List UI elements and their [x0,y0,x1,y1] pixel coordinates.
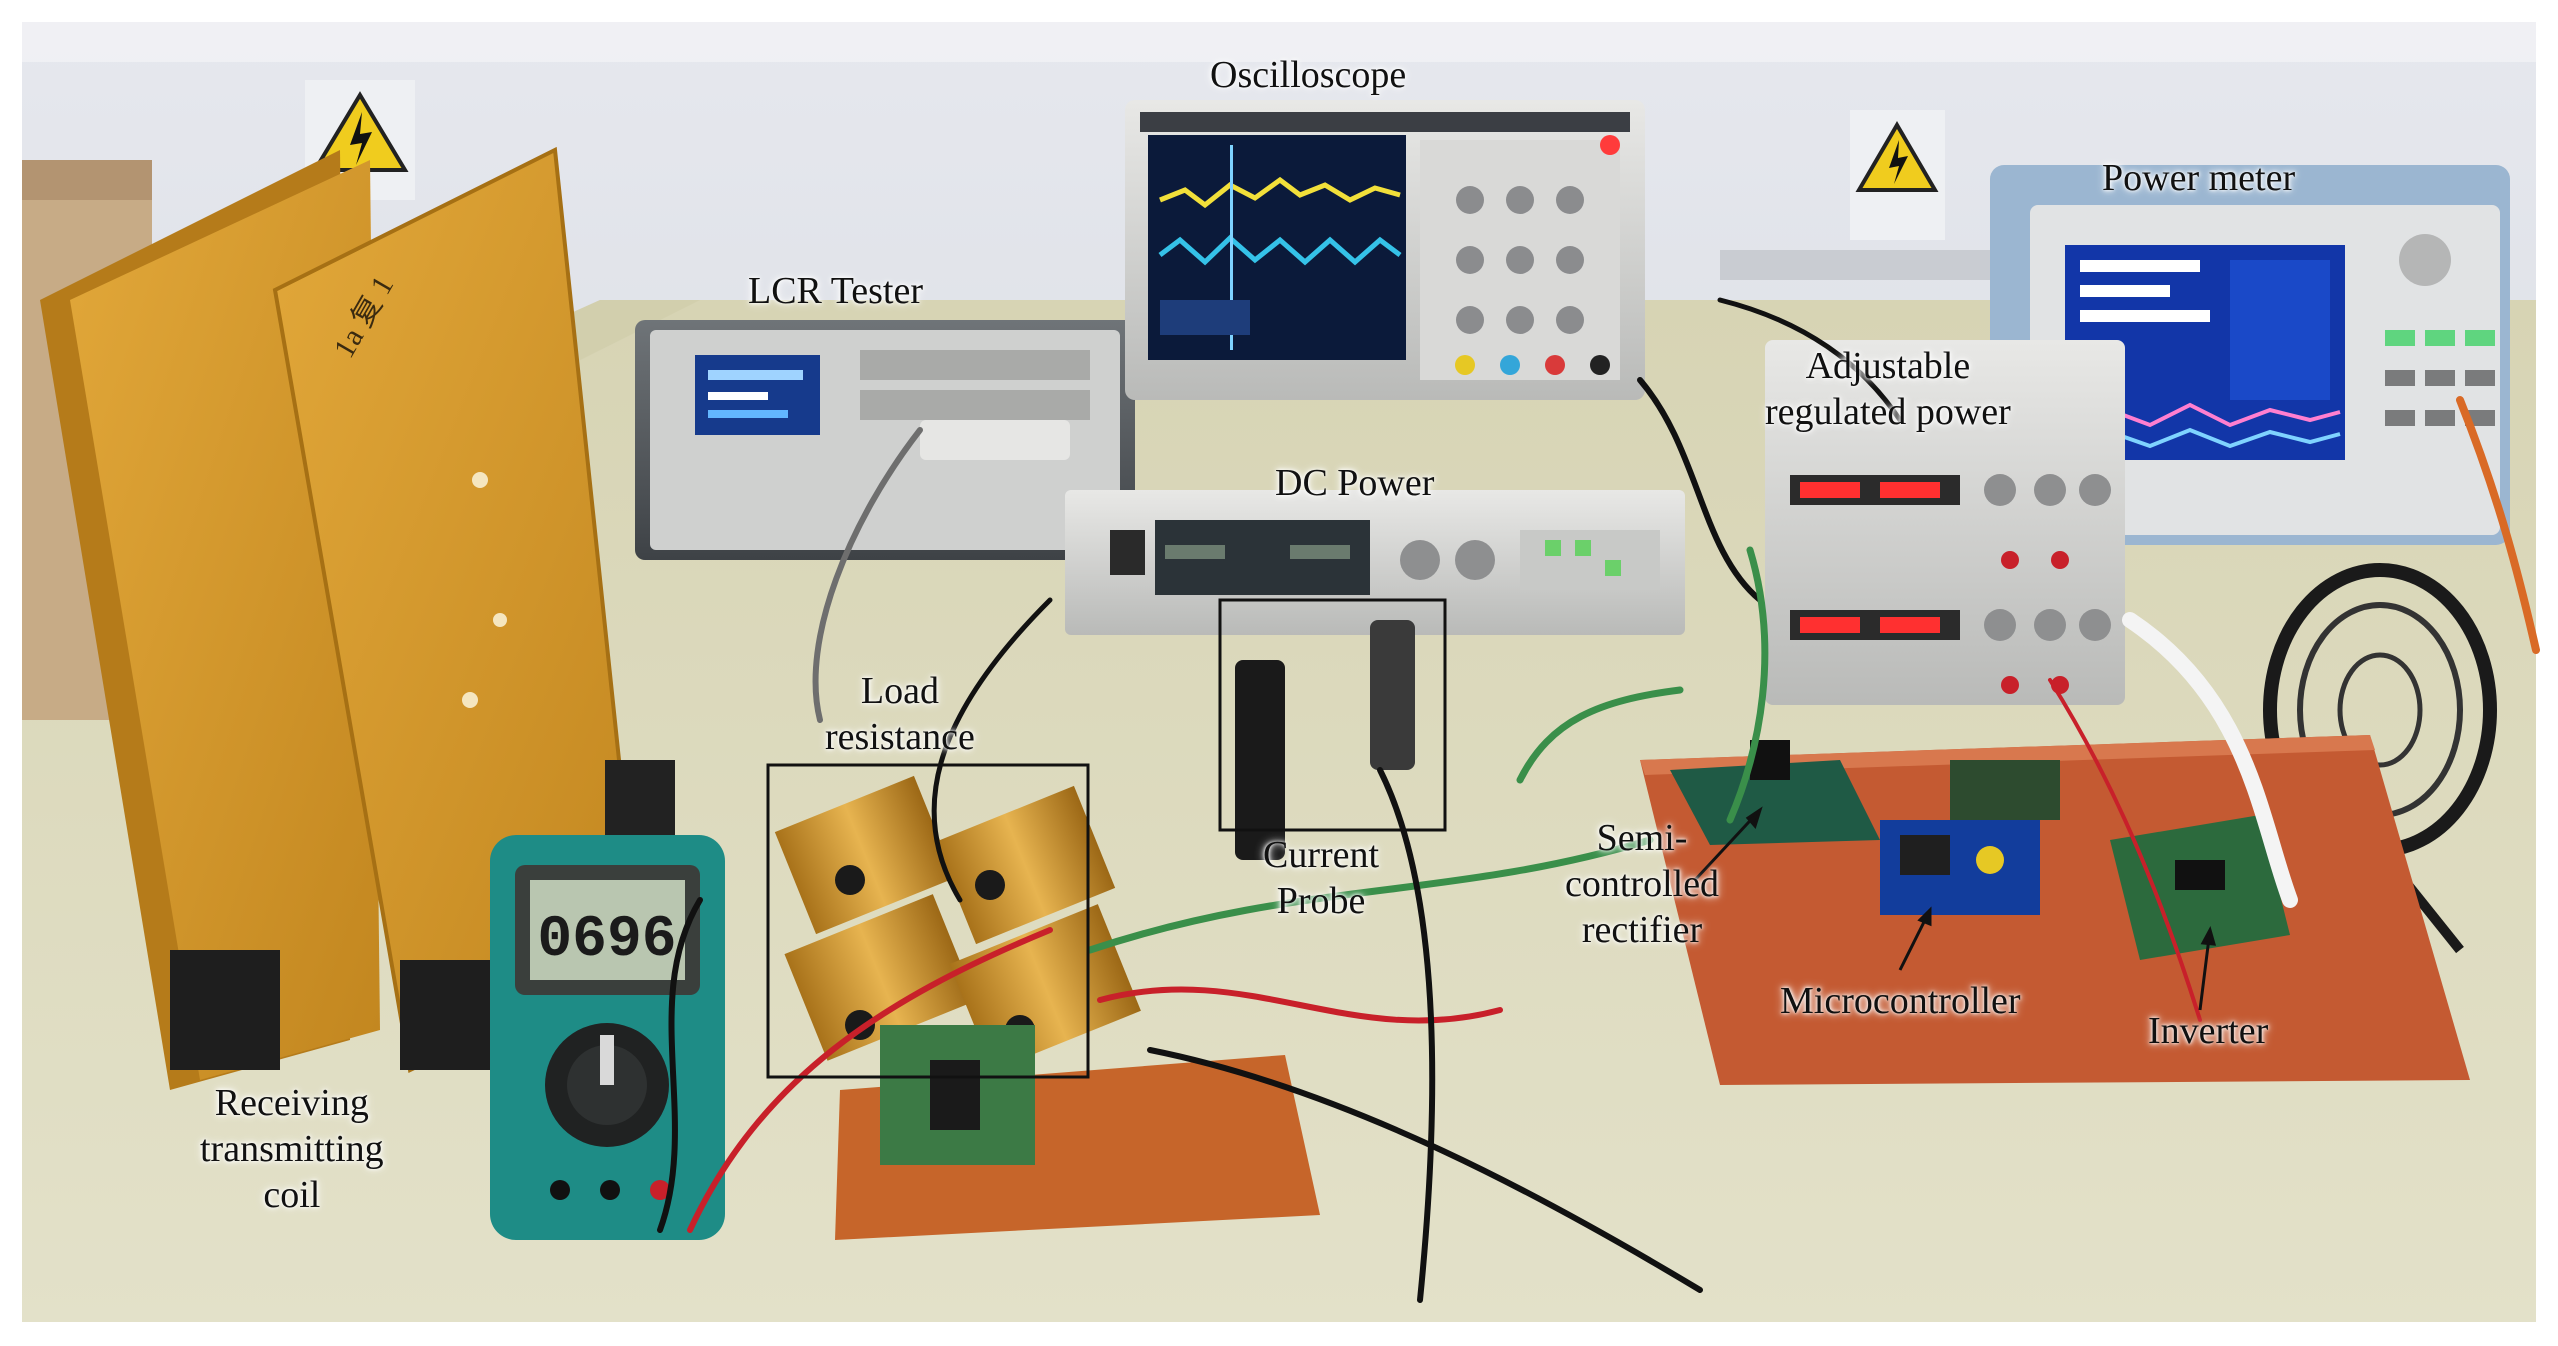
label-line: regulated power [1765,391,2011,433]
load-resistance-box [766,763,1090,1079]
annotation-arrows [1693,806,2217,1011]
label-line: rectifier [1581,909,1703,951]
label-semi-controlled-rectifier: Semi- controlled rectifier [1565,815,1719,953]
label-line: Semi- [1596,817,1688,859]
coil-boards: 1a 复 1 [40,146,675,1090]
label-line: resistance [825,716,975,758]
label-receiving-transmitting-coil: Receiving transmitting coil [200,1080,384,1218]
label-dc-power: DC Power [1275,462,1435,504]
label-line: controlled [1565,863,1720,905]
dc-power-supply-device [1065,490,1685,635]
label-line: Probe [1276,880,1366,922]
label-line: Receiving [214,1082,369,1124]
warning-sign-right-icon [1850,110,1945,240]
label-current-probe: Current Probe [1263,832,1379,924]
label-load-resistance: Load resistance [825,668,975,760]
cables [657,297,2540,1303]
multimeter-readout: 0696 [537,908,676,973]
adjustable-power-supply-device [1765,340,2125,705]
multimeter-device: 0696 [490,835,725,1240]
label-inverter: Inverter [2148,1010,2269,1052]
label-power-meter: Power meter [2102,157,2296,199]
oscilloscope-device [1125,100,1645,400]
load-resistance-device [774,775,1141,1071]
label-oscilloscope: Oscilloscope [1210,54,1407,96]
label-line: Load [860,670,939,712]
label-line: transmitting [200,1128,384,1170]
label-line: Current [1263,834,1380,876]
label-lcr-tester: LCR Tester [748,270,924,312]
label-line: Adjustable [1805,345,1971,387]
current-probe-device [1235,620,1415,860]
label-adjustable-regulated-power: Adjustable regulated power [1765,343,2011,435]
label-line: coil [263,1174,321,1216]
pcb-mat [1640,735,2470,1085]
wood-board [835,1025,1320,1240]
current-probe-box [1218,598,1447,832]
label-microcontroller: Microcontroller [1780,980,2021,1022]
lcr-tester-device [635,320,1135,560]
